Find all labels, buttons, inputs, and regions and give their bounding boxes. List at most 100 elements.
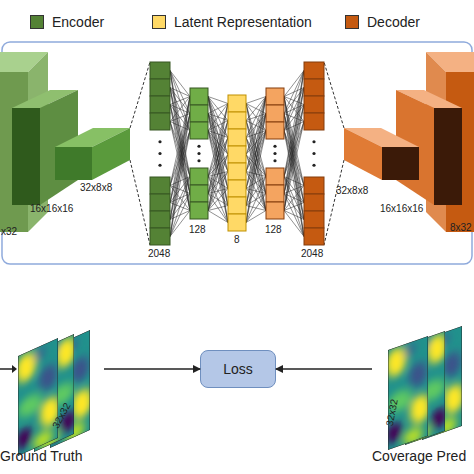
ellipsis-dot	[158, 140, 161, 143]
legend-swatch	[152, 15, 166, 29]
dense-link	[170, 194, 190, 237]
flow-arrow	[104, 368, 200, 370]
ellipsis-dot	[312, 140, 315, 143]
neuron-cell	[304, 79, 324, 96]
dimension-label: 32x8x8	[80, 182, 112, 194]
dense-link	[284, 88, 304, 211]
dimension-label: 8	[234, 234, 240, 246]
dimension-label: 2048	[148, 248, 170, 260]
dense-link	[208, 121, 228, 211]
neuron-cell	[190, 88, 208, 105]
dense-link	[284, 71, 304, 211]
neuron-cell	[266, 88, 284, 105]
dense-link	[284, 105, 304, 211]
dense-link	[246, 104, 266, 211]
dense-link	[170, 88, 190, 211]
neuron-cell	[304, 113, 324, 130]
dense-link	[170, 131, 190, 237]
neuron-cell	[190, 185, 208, 202]
node-text: Coverage Pred	[372, 448, 466, 464]
dense-link	[170, 97, 190, 237]
node-text: Loss	[223, 361, 253, 377]
legend-swatch	[30, 15, 44, 29]
neuron-cell	[228, 214, 246, 231]
dense-link	[208, 211, 228, 223]
dense-link	[170, 211, 190, 237]
dense-link	[246, 177, 266, 223]
dense-link	[284, 203, 304, 211]
dense-link	[246, 114, 266, 223]
neuron-cell	[190, 105, 208, 122]
image-stack: Ground Truth	[0, 300, 104, 466]
neuron-cell	[228, 146, 246, 163]
ellipsis-dot	[158, 164, 161, 167]
neuron-cell	[150, 113, 170, 130]
neuron-cell	[266, 185, 284, 202]
dense-link	[170, 114, 190, 237]
neuron-cell	[304, 228, 324, 245]
dense-link	[284, 97, 304, 220]
neuron-cell	[190, 168, 208, 185]
flow-arrow	[276, 368, 372, 370]
legend-swatch	[345, 15, 359, 29]
neuron-cell	[150, 62, 170, 79]
dimension-label: 16x16x16	[30, 203, 73, 215]
dense-link	[208, 189, 228, 211]
dimension-label: 8x32	[450, 222, 472, 234]
dense-link	[284, 211, 304, 220]
ellipsis-dot	[273, 159, 276, 162]
dense-link	[208, 97, 228, 206]
neuron-cell	[304, 177, 324, 194]
dense-link	[208, 138, 228, 211]
neuron-cell	[150, 96, 170, 113]
neuron-cell	[190, 122, 208, 139]
node-text: Ground Truth	[0, 448, 83, 464]
neuron-cell	[266, 168, 284, 185]
dense-link	[208, 131, 228, 223]
neuron-cell	[228, 129, 246, 146]
dense-link	[284, 194, 304, 237]
neuron-cell	[150, 194, 170, 211]
neuron-cell	[266, 105, 284, 122]
neuron-cell	[228, 112, 246, 129]
neuron-cell	[150, 79, 170, 96]
neuron-cell	[150, 228, 170, 245]
dense-link	[246, 97, 266, 138]
dense-link	[246, 97, 266, 206]
dense-link	[208, 114, 228, 223]
dense-link	[246, 97, 266, 223]
dense-link	[170, 177, 190, 203]
neuron-cell	[228, 163, 246, 180]
encoder-blocks	[0, 52, 150, 245]
dimension-label: 32x8x8	[336, 185, 368, 197]
ellipsis-dot	[273, 152, 276, 155]
ellipsis-dot	[273, 145, 276, 148]
dense-link	[170, 88, 190, 97]
panel-frame	[2, 42, 472, 264]
neuron-cell	[150, 211, 170, 228]
dense-link	[246, 177, 266, 206]
neuron-cell	[228, 180, 246, 197]
dense-link	[246, 177, 266, 189]
ellipsis-dot	[158, 152, 161, 155]
neuron-cell	[228, 197, 246, 214]
neuron-cell	[266, 202, 284, 219]
dense-link	[208, 104, 228, 211]
dimension-label: 32x32	[50, 401, 73, 431]
dense-link	[284, 211, 304, 237]
ellipsis-dot	[312, 152, 315, 155]
ground-truth-heatmaps	[0, 329, 92, 460]
dense-link	[170, 71, 190, 211]
dense-link	[170, 97, 190, 220]
neuron-cell	[304, 211, 324, 228]
ellipsis-dot	[197, 152, 200, 155]
dense-link	[246, 131, 266, 223]
legend-text: Decoder	[367, 14, 420, 30]
dense-link	[170, 97, 190, 203]
dense-link	[208, 97, 228, 223]
dimension-label: x32	[1, 226, 17, 238]
process-box: Loss	[200, 350, 276, 388]
dimension-label: 2048	[301, 248, 323, 260]
